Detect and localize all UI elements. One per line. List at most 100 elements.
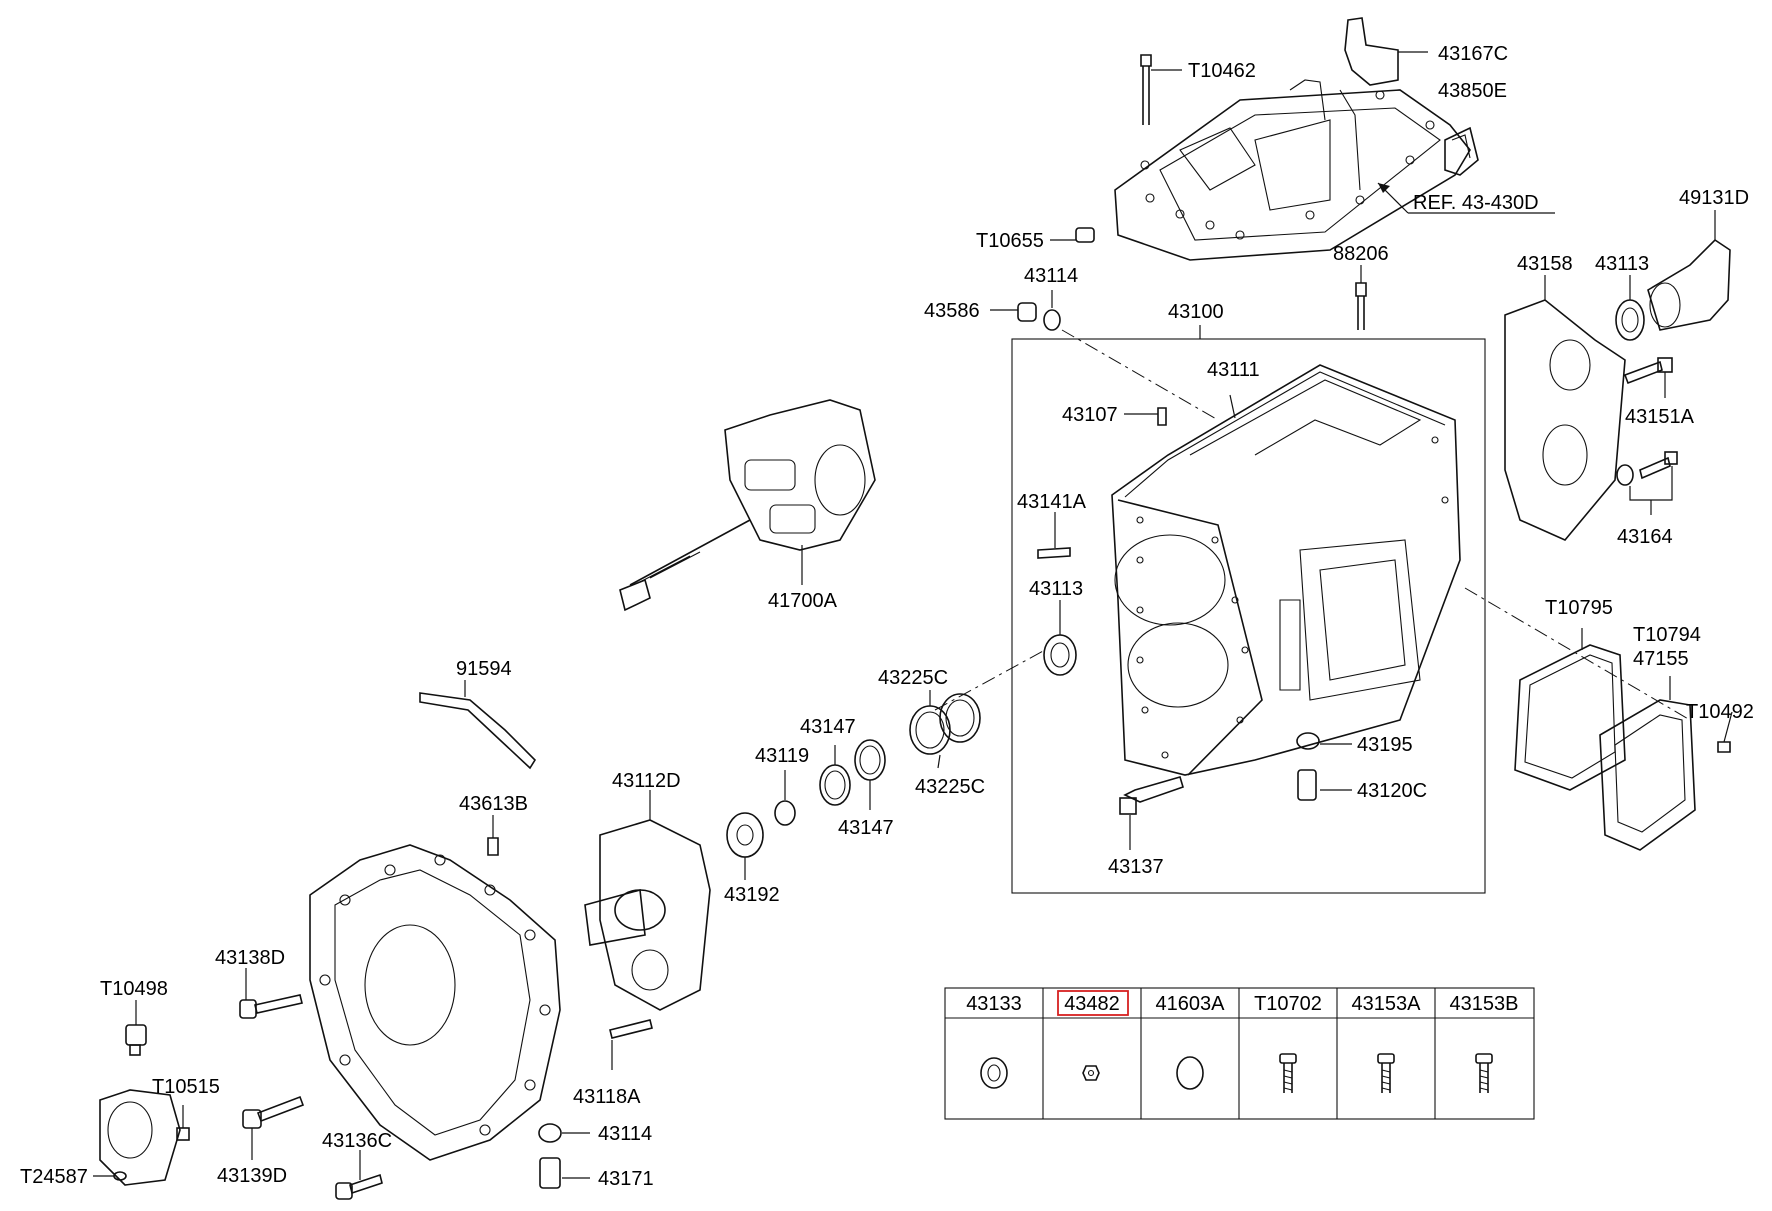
label-T10655: T10655 (976, 230, 1044, 252)
table-header: T10702 (1254, 993, 1322, 1015)
bearing-43225C-1 (909, 690, 951, 755)
gasket-T10795 (1514, 628, 1626, 791)
bolt-43118A (609, 1019, 653, 1070)
label-91594: 91594 (456, 658, 512, 680)
label-43195: 43195 (1357, 734, 1413, 756)
table-header: 43153B (1450, 993, 1519, 1015)
table-header: 43482 (1064, 993, 1120, 1015)
label-43138D: 43138D (215, 947, 285, 969)
label-T10795: T10795 (1545, 597, 1613, 619)
plug-43120C (1297, 769, 1352, 801)
ring-43119 (774, 770, 796, 826)
bearing-43147-1 (819, 745, 851, 806)
label-43225C-bottom: 43225C (915, 776, 985, 798)
label-43147-top: 43147 (800, 716, 856, 738)
table-header: 43153A (1352, 993, 1422, 1015)
plug-T10655 (1050, 227, 1095, 243)
bracket-43167C (1344, 17, 1428, 86)
ref-arrowhead (1378, 183, 1390, 193)
label-43167C: 43167C (1438, 43, 1508, 65)
housing-group-box (1011, 338, 1486, 894)
label-43147-bottom: 43147 (838, 817, 894, 839)
label-43100: 43100 (1168, 301, 1224, 323)
label-T10492: T10492 (1686, 701, 1754, 723)
bolt-43138D (239, 968, 303, 1019)
top-cover (1114, 79, 1471, 261)
label-49131D: 49131D (1679, 187, 1749, 209)
label-88206: 88206 (1333, 243, 1389, 265)
label-43136C: 43136C (322, 1130, 392, 1152)
label-41700A: 41700A (768, 590, 838, 612)
label-43114-top: 43114 (1024, 265, 1078, 287)
bearing-43225C-2 (937, 693, 981, 769)
seal-ring-icon (980, 1057, 1008, 1089)
pin-43613B (487, 815, 499, 856)
label-T10462: T10462 (1188, 60, 1256, 82)
label-43164: 43164 (1617, 526, 1673, 548)
part-T24587 (93, 1171, 127, 1181)
label-T24587: T24587 (20, 1166, 88, 1188)
bolt-43151A (1623, 357, 1673, 398)
clutch-housing (309, 844, 561, 1161)
label-43137: 43137 (1108, 856, 1164, 878)
pin-43107 (1124, 407, 1167, 426)
label-43113-rear: 43113 (1595, 253, 1649, 275)
label-43113-housing: 43113 (1029, 578, 1083, 600)
washer-43195 (1296, 732, 1352, 750)
bearing-43192 (726, 812, 764, 880)
label-43613B: 43613B (459, 793, 528, 815)
flange-49131D (1647, 210, 1731, 331)
highlight-box (1057, 990, 1129, 1016)
seal-43113-rear (1615, 275, 1645, 341)
label-43171: 43171 (598, 1168, 654, 1190)
retainer-43112D (584, 790, 711, 1011)
bolt-43139D (242, 1095, 305, 1160)
plug-43171 (539, 1157, 590, 1189)
bolt-washer-43164 (1616, 451, 1678, 515)
bolt-43137 (1119, 776, 1184, 850)
actuator-41700A (619, 399, 876, 612)
table-header: 41603A (1156, 993, 1226, 1015)
main-housing (1111, 364, 1461, 776)
bolt-icon (1279, 1053, 1297, 1093)
label-43586: 43586 (924, 300, 980, 322)
rear-cover-43158 (1504, 275, 1626, 541)
label-43119: 43119 (755, 745, 809, 767)
label-43112D: 43112D (612, 770, 681, 792)
bolt-43136C (335, 1150, 383, 1200)
bolt-icon (1377, 1053, 1395, 1093)
label-43118A: 43118A (573, 1086, 641, 1108)
release-bearing (99, 1089, 181, 1186)
label-43107: 43107 (1062, 404, 1118, 426)
clip-43850E (1444, 126, 1479, 176)
label-43850E: 43850E (1438, 80, 1507, 102)
label-43141A: 43141A (1017, 491, 1087, 513)
parts-table: 43133 43482 41603A T10702 43153A 43153B (944, 987, 1535, 1120)
bolt-88206 (1355, 265, 1367, 330)
fitting-T10498 (125, 1000, 147, 1056)
bracket-91594 (419, 680, 537, 770)
bolt-T10462 (1140, 54, 1182, 125)
part-T10515 (176, 1105, 190, 1141)
seal-43113 (1043, 600, 1077, 676)
label-47155: 47155 (1633, 648, 1689, 670)
label-43192: 43192 (724, 884, 780, 906)
label-43111: 43111 (1207, 359, 1260, 381)
small-nut-icon (1082, 1065, 1100, 1081)
o-ring-icon (1176, 1056, 1204, 1090)
label-43158: 43158 (1517, 253, 1573, 275)
label-43120C: 43120C (1357, 780, 1427, 802)
bolt-T10492 (1717, 711, 1733, 753)
dowel-43141A (1037, 512, 1071, 559)
label-43151A: 43151A (1625, 406, 1695, 428)
table-header: 43133 (966, 993, 1022, 1015)
label-43225C-top: 43225C (878, 667, 948, 689)
breather-43586 (990, 290, 1061, 331)
bearing-43147-2 (854, 739, 886, 810)
washer-43114 (538, 1123, 590, 1143)
label-T10515: T10515 (152, 1076, 220, 1098)
label-T10794: T10794 (1633, 624, 1701, 646)
label-43114-bottom: 43114 (598, 1123, 652, 1145)
bolt-icon (1475, 1053, 1493, 1093)
